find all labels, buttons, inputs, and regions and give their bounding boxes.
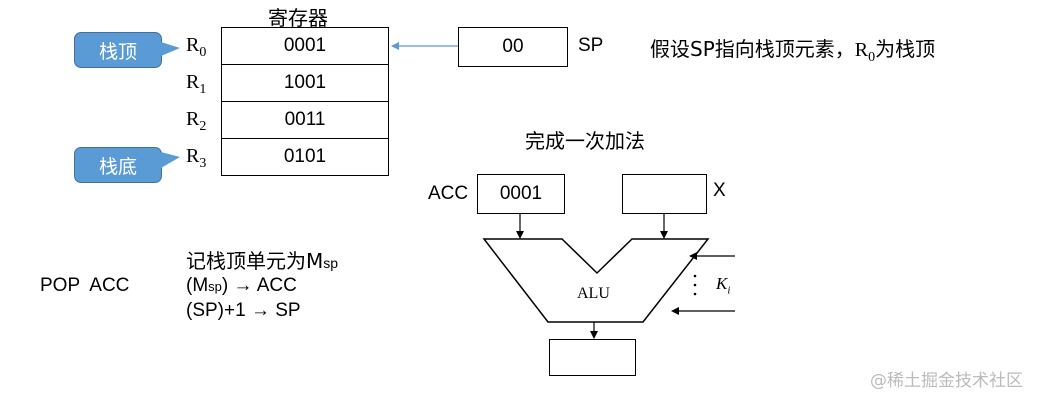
ki-label: Ki xyxy=(716,274,730,296)
acc-value: 0001 xyxy=(499,183,543,204)
register-label-index: 2 xyxy=(199,119,207,134)
assumption-suffix: 为栈顶 xyxy=(875,37,936,61)
sp-register-box: 00 xyxy=(458,27,568,67)
ki-label-sub: i xyxy=(727,284,731,297)
register-cell-r3: 0101 xyxy=(221,138,389,176)
ki-arrowhead-top xyxy=(689,252,697,260)
alu-label: ALU xyxy=(577,285,610,302)
ki-ellipsis-dot xyxy=(693,283,697,287)
alu-output-box xyxy=(549,339,636,376)
register-label-r1: R1 xyxy=(186,71,206,98)
ki-arrowhead-bottom xyxy=(671,307,679,315)
assumption-text: 假设SP指向栈顶元素，R0为栈顶 xyxy=(650,33,935,66)
register-label-r2: R2 xyxy=(186,108,206,135)
step-1-post: ) → ACC xyxy=(221,275,297,296)
acc-register-box: 0001 xyxy=(477,174,565,214)
instruction-step-2: (SP)+1 → SP xyxy=(186,300,301,321)
step-1-pre: (M xyxy=(186,275,209,296)
instruction-label: POP ACC xyxy=(40,275,130,296)
register-cell-r0: 0001 xyxy=(221,27,389,65)
register-value: 1001 xyxy=(283,72,327,93)
register-label-index: 0 xyxy=(199,45,207,60)
register-label-name: R xyxy=(186,145,200,167)
watermark: @稀土掘金技术社区 xyxy=(870,371,1023,391)
register-cell-r1: 1001 xyxy=(221,64,389,102)
stack-bottom-callout: 栈底 xyxy=(74,147,162,183)
sp-label: SP xyxy=(578,35,604,56)
sp-pointer-arrowhead xyxy=(391,42,399,50)
instruction-step-1: (Msp) → ACC xyxy=(186,275,297,297)
register-label-index: 1 xyxy=(199,82,207,97)
register-label-r0: R0 xyxy=(186,34,206,61)
acc-to-alu-arrowhead xyxy=(516,231,524,239)
register-value: 0011 xyxy=(284,109,326,130)
alu-shape xyxy=(482,238,710,323)
register-value: 0001 xyxy=(283,35,327,56)
x-to-alu-arrowhead xyxy=(660,231,668,239)
register-label-name: R xyxy=(186,71,200,93)
register-label-r3: R3 xyxy=(186,145,206,172)
ki-label-k: K xyxy=(716,274,728,293)
alu-section-title: 完成一次加法 xyxy=(525,129,645,153)
callout-pointer-bottom xyxy=(161,152,180,168)
x-label: X xyxy=(713,180,726,201)
register-value: 0101 xyxy=(283,146,327,167)
register-label-index: 3 xyxy=(199,156,207,171)
stack-top-note-sub: sp xyxy=(323,255,339,271)
register-cell-r2: 0011 xyxy=(221,101,389,139)
assumption-prefix: 假设SP指向栈顶元素， xyxy=(650,37,855,61)
callout-pointer-top xyxy=(161,42,180,56)
stack-top-note: 记栈顶单元为Msp xyxy=(186,245,338,274)
step-1-sub: sp xyxy=(208,279,222,294)
register-label-name: R xyxy=(186,108,200,130)
stack-top-note-prefix: 记栈顶单元为M xyxy=(186,249,324,273)
sp-value: 00 xyxy=(502,36,524,57)
assumption-reg: R xyxy=(854,39,869,61)
register-file-title: 寄存器 xyxy=(268,6,328,30)
acc-label: ACC xyxy=(428,183,469,204)
x-register-box xyxy=(622,174,707,214)
ki-ellipsis-dot xyxy=(693,292,697,296)
ki-ellipsis-dot xyxy=(693,274,697,278)
alu-output-arrowhead xyxy=(590,331,598,339)
register-label-name: R xyxy=(186,34,200,56)
assumption-reg-index: 0 xyxy=(868,50,876,65)
stack-top-callout: 栈顶 xyxy=(74,32,162,68)
